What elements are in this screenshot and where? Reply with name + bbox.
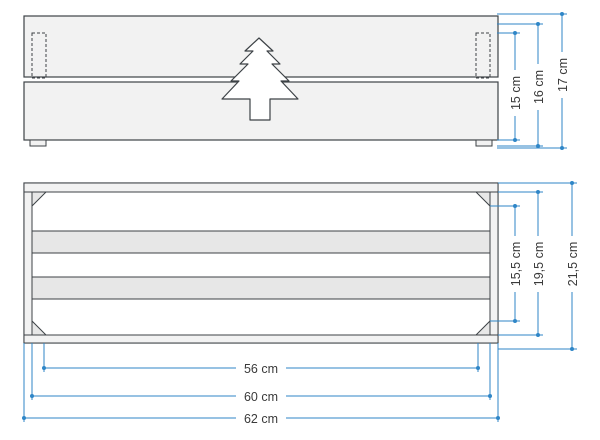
front-dim-17: 17 cm — [556, 58, 570, 92]
top-dim-15-5: 15,5 cm — [509, 242, 523, 286]
floor-slat-1 — [31, 230, 491, 254]
right-post-hidden — [475, 32, 491, 79]
top-dim-60: 60 cm — [244, 390, 278, 404]
top-dim-19-5: 19,5 cm — [532, 242, 546, 286]
right-side-board — [489, 191, 499, 336]
left-side-board — [23, 191, 33, 336]
corner-bracket-br — [474, 319, 491, 336]
top-dim-21-5: 21,5 cm — [566, 242, 580, 286]
corner-bracket-tl — [31, 191, 48, 208]
corner-bracket-tr — [474, 191, 491, 208]
top-outer-frame — [23, 182, 499, 344]
corner-bracket-bl — [31, 319, 48, 336]
top-horizontal-dimensions — [21, 343, 501, 422]
front-dim-15: 15 cm — [509, 76, 523, 110]
left-foot — [29, 139, 47, 147]
top-view — [23, 182, 499, 344]
left-post-hidden — [31, 32, 47, 79]
top-dim-56: 56 cm — [244, 362, 278, 376]
back-board — [23, 182, 499, 193]
front-dim-16: 16 cm — [532, 70, 546, 104]
front-board — [23, 334, 499, 344]
top-dim-62: 62 cm — [244, 412, 278, 426]
right-foot — [475, 139, 493, 147]
front-view — [23, 15, 499, 147]
tree-cutout — [221, 37, 299, 121]
floor-slat-2 — [31, 276, 491, 300]
